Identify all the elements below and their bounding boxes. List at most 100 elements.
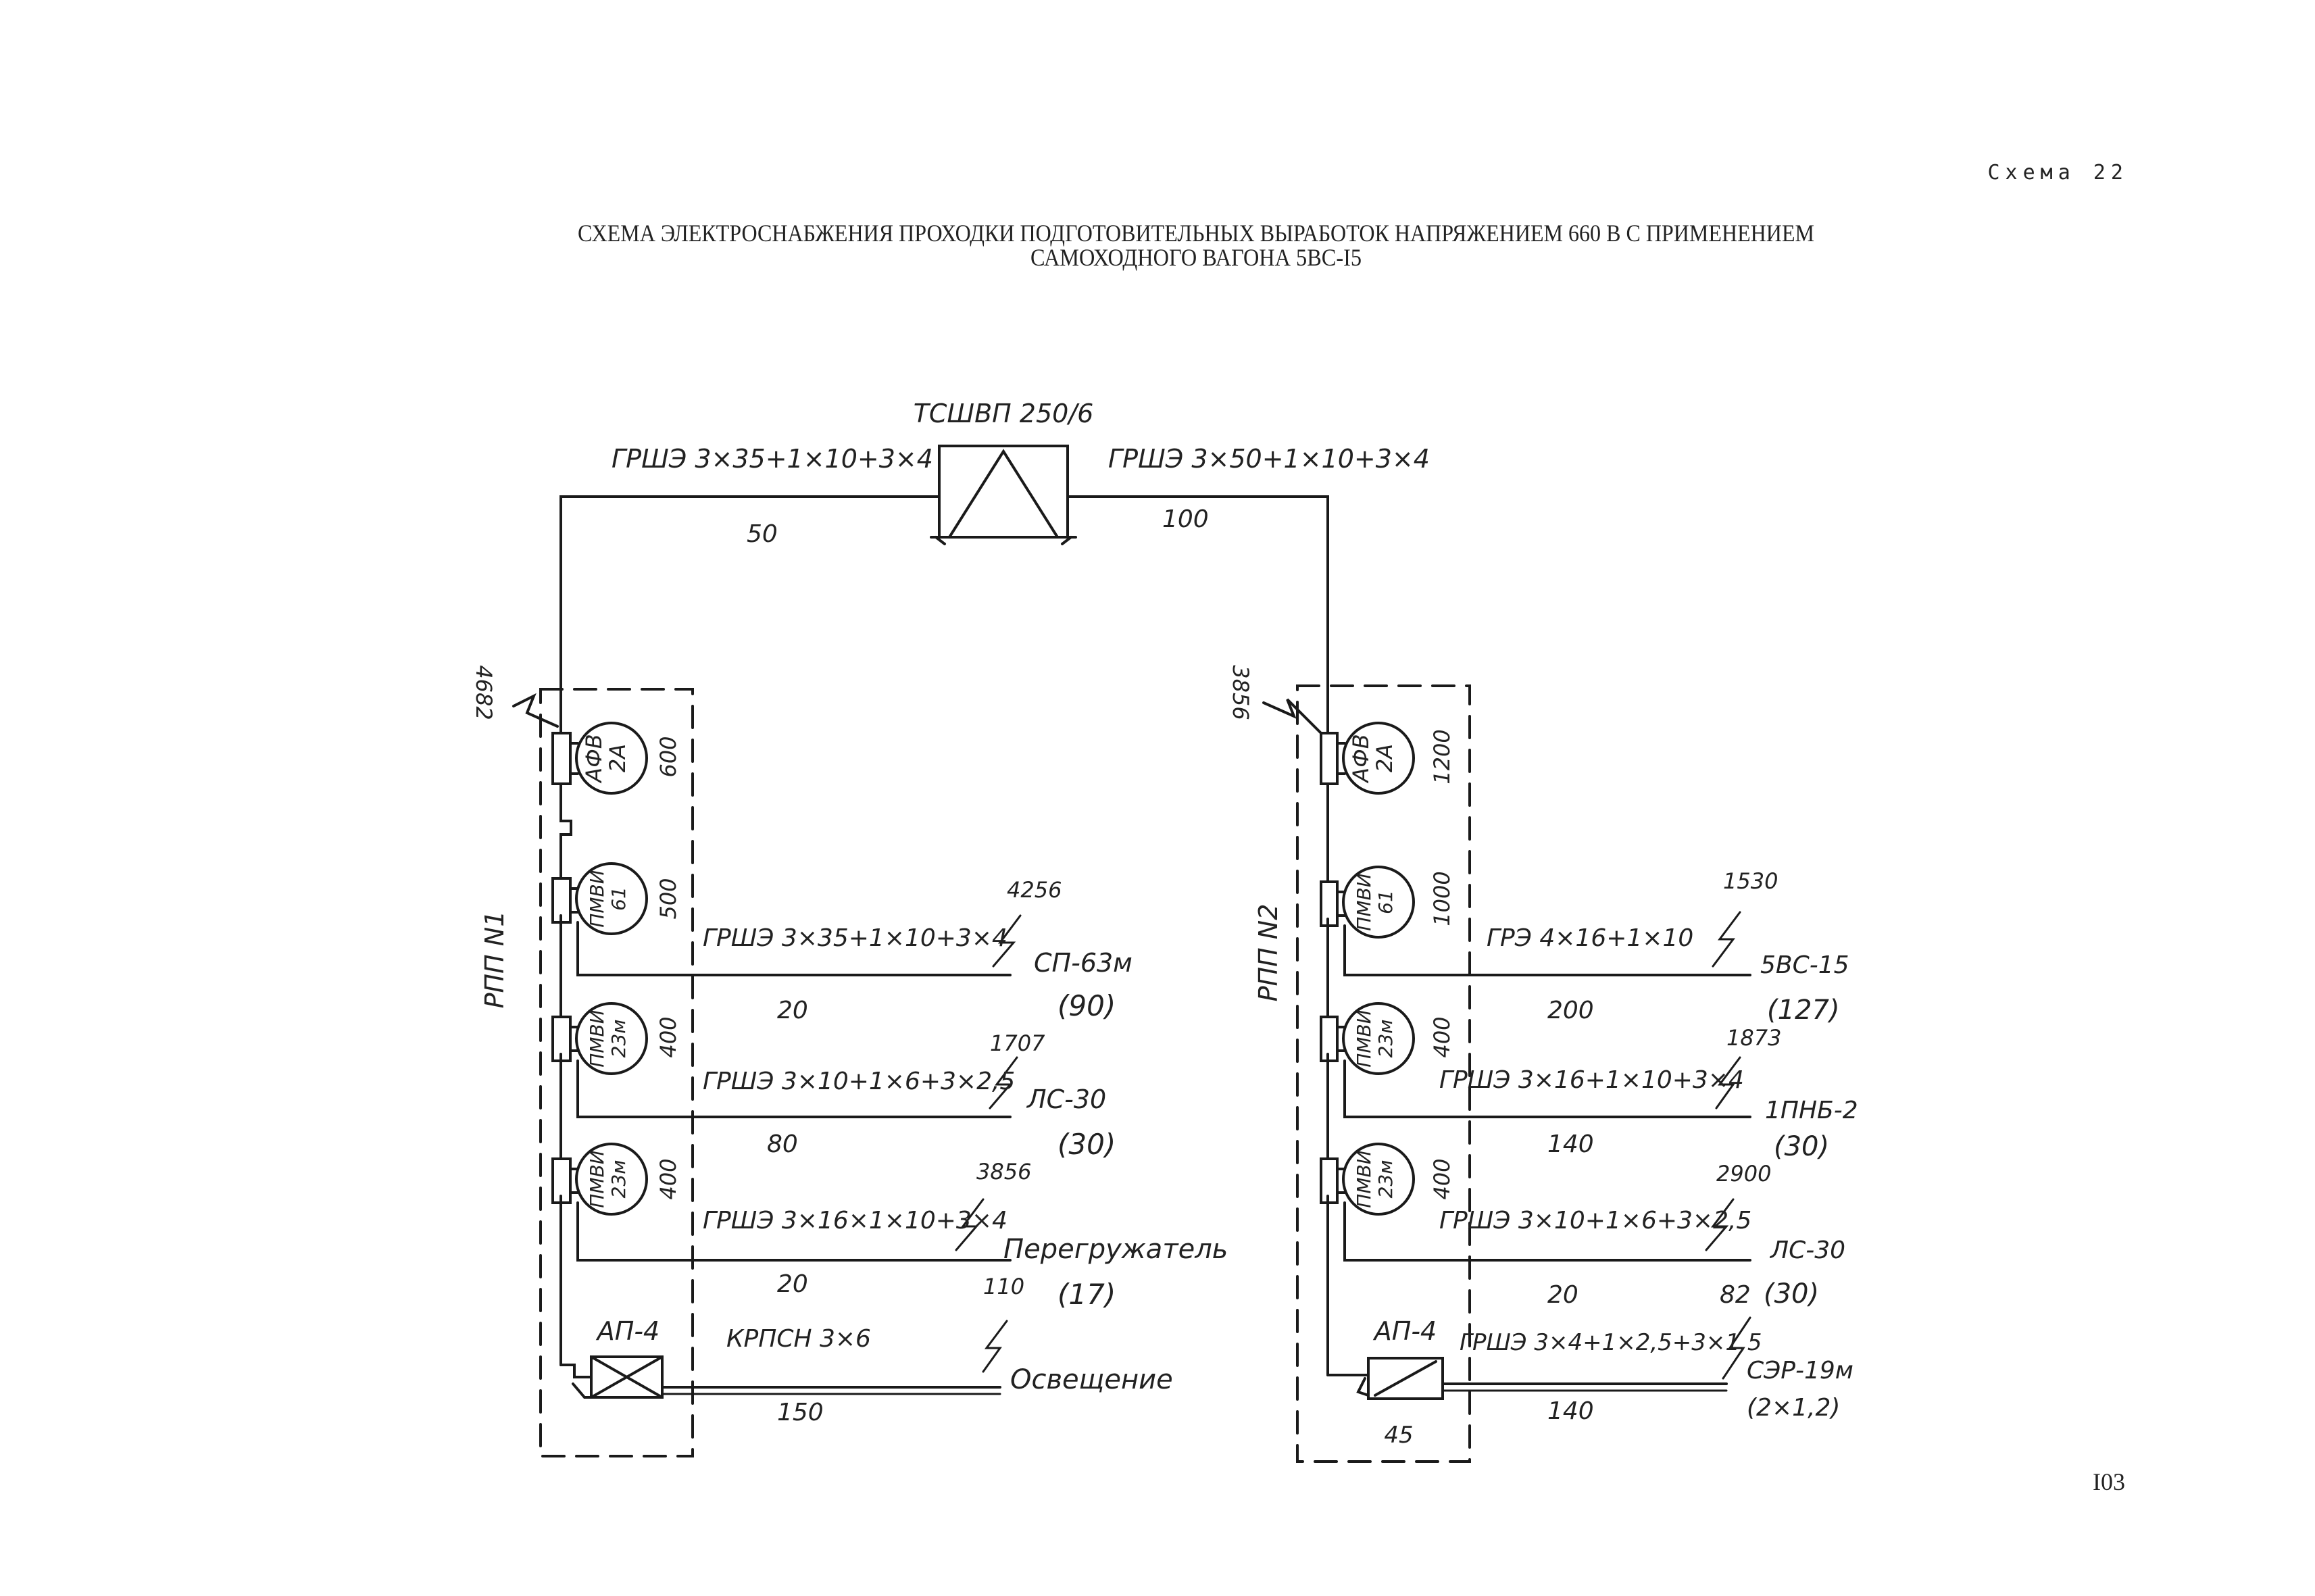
rpp2-feeder-3: 2900 ГРШЭ 3×10+1×6+3×2,5 20 ЛС-30 xyxy=(1439,1161,1845,1309)
rpp2-pmvi2-value: 400 xyxy=(1429,1016,1455,1057)
rpp1-feeder3-cable: ГРШЭ 3×16×1×10+3×4 xyxy=(703,1207,1007,1235)
rpp2-feeder4-power: (2×1,2) xyxy=(1747,1394,1840,1422)
rpp1-feeder2-line xyxy=(576,1059,1012,1118)
rpp1-label: РПП N1 xyxy=(480,911,509,1009)
rpp1-fault-current: 4682 xyxy=(471,665,497,720)
rpp1-fault-arrow xyxy=(512,693,559,728)
main-cable-left-length: 50 xyxy=(747,520,778,548)
rpp1-feeder-2: 1707 ГРШЭ 3×10+1×6+3×2,5 80 ЛС-30 (30) xyxy=(703,1030,1116,1161)
rpp2-pmvi1-value: 1000 xyxy=(1429,871,1455,926)
main-cable-left-label: ГРШЭ 3×35+1×10+3×4 xyxy=(612,444,933,474)
rpp2-feeder1-cable: ГРЭ 4×16+1×10 xyxy=(1487,924,1693,952)
diagram-title-line2: САМОХОДНОГО ВАГОНА 5ВС-I5 xyxy=(1030,244,1362,271)
rpp1-feeder2-power: (30) xyxy=(1057,1128,1116,1161)
rpp1-pmvi2-starter xyxy=(575,1002,648,1075)
transformer-label: ТСШВП 250/6 xyxy=(914,399,1094,428)
rpp1-afv-contact xyxy=(551,732,572,785)
rpp2-feeder2-cable: ГРШЭ 3×16+1×10+3×4 xyxy=(1439,1066,1744,1094)
rpp2-pmvi1-line2: 61 xyxy=(1374,890,1397,914)
rpp2-pmvi1-contact xyxy=(1320,880,1339,927)
rpp2-feeder-4: 82 (30) ГРШЭ 3×4+1×2,5+3×1,5 140 СЭР-19м… xyxy=(1460,1278,1853,1425)
rpp1-afv-line2: 2А xyxy=(605,744,630,772)
rpp2-feeder3-load: ЛС-30 xyxy=(1769,1237,1845,1264)
rpp1-feeder3-length: 20 xyxy=(777,1270,808,1298)
rpp1-ap4-label: АП-4 xyxy=(595,1316,659,1346)
rpp2-ap4-symbol xyxy=(1367,1357,1444,1400)
rpp1-pmvi1-line2: 61 xyxy=(607,887,630,911)
rpp1-feeder-1: 4256 ГРШЭ 3×35+1×10+3×4 20 СП-63м (90) xyxy=(703,877,1132,1024)
rpp2-feeder3-length: 20 xyxy=(1547,1281,1578,1309)
rpp2-feeder1-length: 200 xyxy=(1547,997,1594,1024)
rpp1-feeder1-power: (90) xyxy=(1057,989,1116,1022)
rpp1-pmvi1-value: 500 xyxy=(655,878,681,919)
rpp2-afv-contact xyxy=(1320,732,1339,785)
rpp2-feeder2-load: 1ПНБ-2 xyxy=(1765,1097,1858,1124)
main-cable-right xyxy=(1066,495,1329,734)
rpp1-feeder1-cable: ГРШЭ 3×35+1×10+3×4 xyxy=(703,924,1007,952)
rpp1-afv-breaker xyxy=(575,722,648,795)
rpp2-feeder1-power: (127) xyxy=(1767,995,1840,1026)
rpp2-pmvi2-starter xyxy=(1342,1002,1415,1075)
rpp2-feeder4-length: 140 xyxy=(1547,1397,1594,1425)
rpp1-feeder2-cable: ГРШЭ 3×10+1×6+3×2,5 xyxy=(703,1068,1015,1095)
rpp2-ap4-value: 45 xyxy=(1384,1422,1413,1449)
rpp1-afv-line1: АФВ xyxy=(581,734,607,783)
rpp1-feeder2-load: ЛС-30 xyxy=(1026,1084,1106,1114)
rpp1-ap4-symbol xyxy=(590,1355,664,1399)
rpp2-ap4-label: АП-4 xyxy=(1372,1316,1437,1346)
rpp1-feeder4-cable: КРПСН 3×6 xyxy=(726,1325,871,1353)
rpp1-pmvi1-starter xyxy=(575,862,648,935)
rpp1-pmvi2-line2: 23м xyxy=(607,1020,630,1058)
rpp1-bus xyxy=(559,782,572,880)
rpp2-pmvi3-contact xyxy=(1320,1157,1339,1204)
rpp2-pmvi3-starter xyxy=(1342,1143,1415,1216)
rpp2-feeder3-power: (30) xyxy=(1764,1278,1819,1310)
rpp1-pmvi2-line1: ПМВИ xyxy=(586,1009,608,1067)
page-number: I03 xyxy=(2093,1468,2125,1495)
rpp1-pmvi1-contact xyxy=(551,877,572,924)
rpp1-feeder2-fault: 1707 xyxy=(990,1030,1045,1056)
rpp1-afv-value: 600 xyxy=(655,736,681,777)
rpp1-feeder1-load: СП-63м xyxy=(1034,948,1132,978)
rpp1-pmvi1-line1: ПМВИ xyxy=(586,870,608,927)
rpp1-enclosure xyxy=(539,688,694,1457)
rpp2-fault-current: 3856 xyxy=(1228,665,1253,720)
rpp2-afv-line2: 2А xyxy=(1372,744,1397,772)
rpp1-feeder4-fault: 110 xyxy=(983,1274,1024,1299)
rpp2-feeder4-cable: ГРШЭ 3×4+1×2,5+3×1,5 xyxy=(1460,1329,1762,1356)
rpp2-feeder1-fault: 1530 xyxy=(1723,868,1778,894)
rpp1-pmvi3-starter xyxy=(575,1143,648,1216)
rpp2-pmvi3-line1: ПМВИ xyxy=(1353,1150,1375,1207)
rpp2-feeder2-fault: 1873 xyxy=(1726,1025,1781,1051)
rpp1-pmvi3-value: 400 xyxy=(655,1158,681,1199)
rpp2-feeder2-length: 140 xyxy=(1547,1130,1594,1158)
rpp1-feeder3-load: Перегружатель xyxy=(1003,1234,1228,1265)
rpp2-feeder4-load: СЭР-19м xyxy=(1747,1357,1853,1385)
rpp1-feeder3-line xyxy=(576,1201,1012,1262)
rpp1-pmvi3-line1: ПМВИ xyxy=(586,1150,608,1207)
main-cable-right-length: 100 xyxy=(1162,505,1209,533)
rpp2-feeder-1: 1530 ГРЭ 4×16+1×10 200 5ВС-15 (127) xyxy=(1487,868,1849,1026)
rpp2-feeder2-line xyxy=(1343,1059,1751,1118)
rpp1-feeder3-fault: 3856 xyxy=(976,1159,1031,1184)
rpp2-feeder1-line xyxy=(1343,924,1751,976)
rpp1-feeder4-length: 150 xyxy=(777,1399,824,1426)
rpp2-feeder4-fault: 82 xyxy=(1720,1281,1751,1309)
diagram-title-line1: СХЕМА ЭЛЕКТРОСНАБЖЕНИЯ ПРОХОДКИ ПОДГОТОВ… xyxy=(578,220,1814,247)
rpp1-feeder1-fault: 4256 xyxy=(1007,877,1062,903)
rpp2-feeder3-cable: ГРШЭ 3×10+1×6+3×2,5 xyxy=(1439,1207,1751,1235)
rpp2-label: РПП N2 xyxy=(1253,904,1283,1002)
rpp2-enclosure xyxy=(1296,684,1471,1463)
rpp2-pmvi2-line2: 23м xyxy=(1374,1020,1397,1058)
rpp2-pmvi2-contact xyxy=(1320,1016,1339,1062)
rpp1-pmvi3-line2: 23м xyxy=(607,1160,630,1199)
rpp2-feeder3-fault: 2900 xyxy=(1716,1161,1771,1187)
transformer-triangle xyxy=(948,449,1059,539)
rpp1-pmvi3-contact xyxy=(551,1157,572,1204)
rpp1-feeder3-power: (17) xyxy=(1057,1278,1116,1311)
main-cable-left xyxy=(559,495,941,734)
rpp1-feeder4-load: Освещение xyxy=(1010,1364,1173,1395)
rpp2-afv-line1: АФВ xyxy=(1348,734,1374,783)
rpp2-pmvi3-value: 400 xyxy=(1429,1158,1455,1199)
